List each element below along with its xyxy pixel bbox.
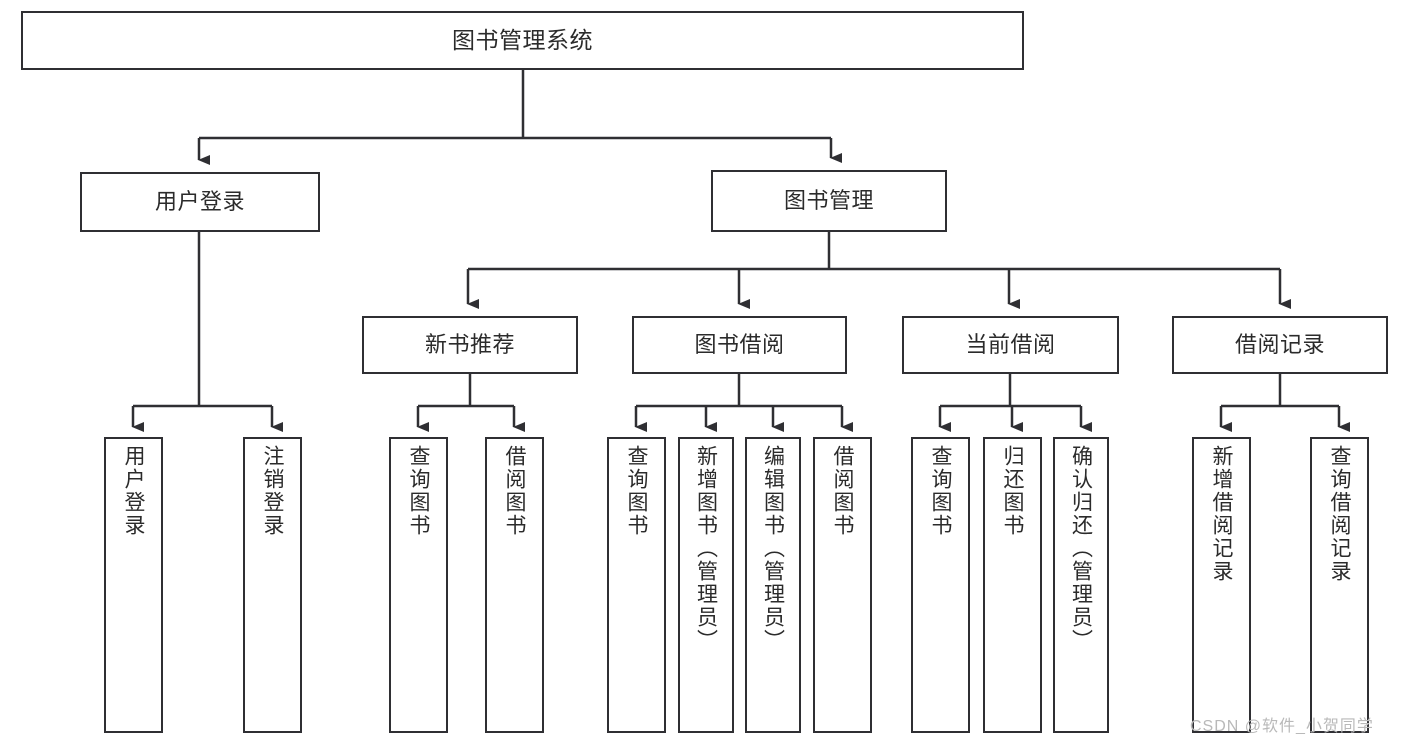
node-leaf-borrow-book-1[interactable]: 借阅图书 (485, 437, 544, 733)
node-leaf-query-borrow-record[interactable]: 查询借阅记录 (1310, 437, 1369, 733)
node-leaf-add-book[interactable]: 新增图书（管理员） (678, 437, 734, 733)
node-leaf-query-book-3-label: 查询图书 (929, 445, 952, 537)
node-book-borrow-label: 图书借阅 (694, 331, 785, 357)
node-leaf-logout-label: 注销登录 (261, 445, 284, 537)
node-leaf-confirm-return-label: 确认归还（管理员） (1069, 445, 1093, 652)
node-borrow-record[interactable]: 借阅记录 (1172, 316, 1388, 374)
node-leaf-query-book-1-label: 查询图书 (407, 445, 430, 537)
node-leaf-add-book-label: 新增图书（管理员） (694, 445, 718, 652)
node-new-book-recommend-label: 新书推荐 (424, 331, 515, 357)
node-leaf-query-book-1[interactable]: 查询图书 (389, 437, 448, 733)
node-leaf-user-login[interactable]: 用户登录 (104, 437, 163, 733)
node-leaf-logout[interactable]: 注销登录 (243, 437, 302, 733)
node-leaf-add-borrow-record-label: 新增借阅记录 (1210, 445, 1233, 583)
node-current-borrow-label: 当前借阅 (965, 331, 1056, 357)
node-leaf-query-book-3[interactable]: 查询图书 (911, 437, 970, 733)
node-leaf-confirm-return[interactable]: 确认归还（管理员） (1053, 437, 1109, 733)
node-book-management[interactable]: 图书管理 (711, 170, 947, 232)
node-book-management-label: 图书管理 (783, 187, 874, 213)
node-leaf-edit-book-label: 编辑图书（管理员） (761, 445, 785, 652)
node-leaf-query-book-2-label: 查询图书 (625, 445, 648, 537)
node-leaf-borrow-book-2[interactable]: 借阅图书 (813, 437, 872, 733)
node-borrow-record-label: 借阅记录 (1234, 331, 1325, 357)
node-current-borrow[interactable]: 当前借阅 (902, 316, 1119, 374)
node-new-book-recommend[interactable]: 新书推荐 (362, 316, 578, 374)
node-leaf-return-book[interactable]: 归还图书 (983, 437, 1042, 733)
csdn-watermark: CSDN @软件_小贺同学 (1190, 718, 1374, 735)
node-leaf-borrow-book-1-label: 借阅图书 (503, 445, 526, 537)
node-leaf-query-book-2[interactable]: 查询图书 (607, 437, 666, 733)
node-leaf-edit-book[interactable]: 编辑图书（管理员） (745, 437, 801, 733)
node-root-label: 图书管理系统 (452, 26, 593, 53)
node-leaf-add-borrow-record[interactable]: 新增借阅记录 (1192, 437, 1251, 733)
node-leaf-user-login-label: 用户登录 (122, 445, 145, 537)
node-leaf-return-book-label: 归还图书 (1001, 445, 1024, 537)
node-leaf-query-borrow-record-label: 查询借阅记录 (1328, 445, 1351, 583)
node-book-borrow[interactable]: 图书借阅 (632, 316, 847, 374)
node-user-login-label: 用户登录 (154, 188, 245, 214)
node-leaf-borrow-book-2-label: 借阅图书 (831, 445, 854, 537)
node-user-login[interactable]: 用户登录 (80, 172, 320, 232)
node-root[interactable]: 图书管理系统 (21, 11, 1024, 70)
